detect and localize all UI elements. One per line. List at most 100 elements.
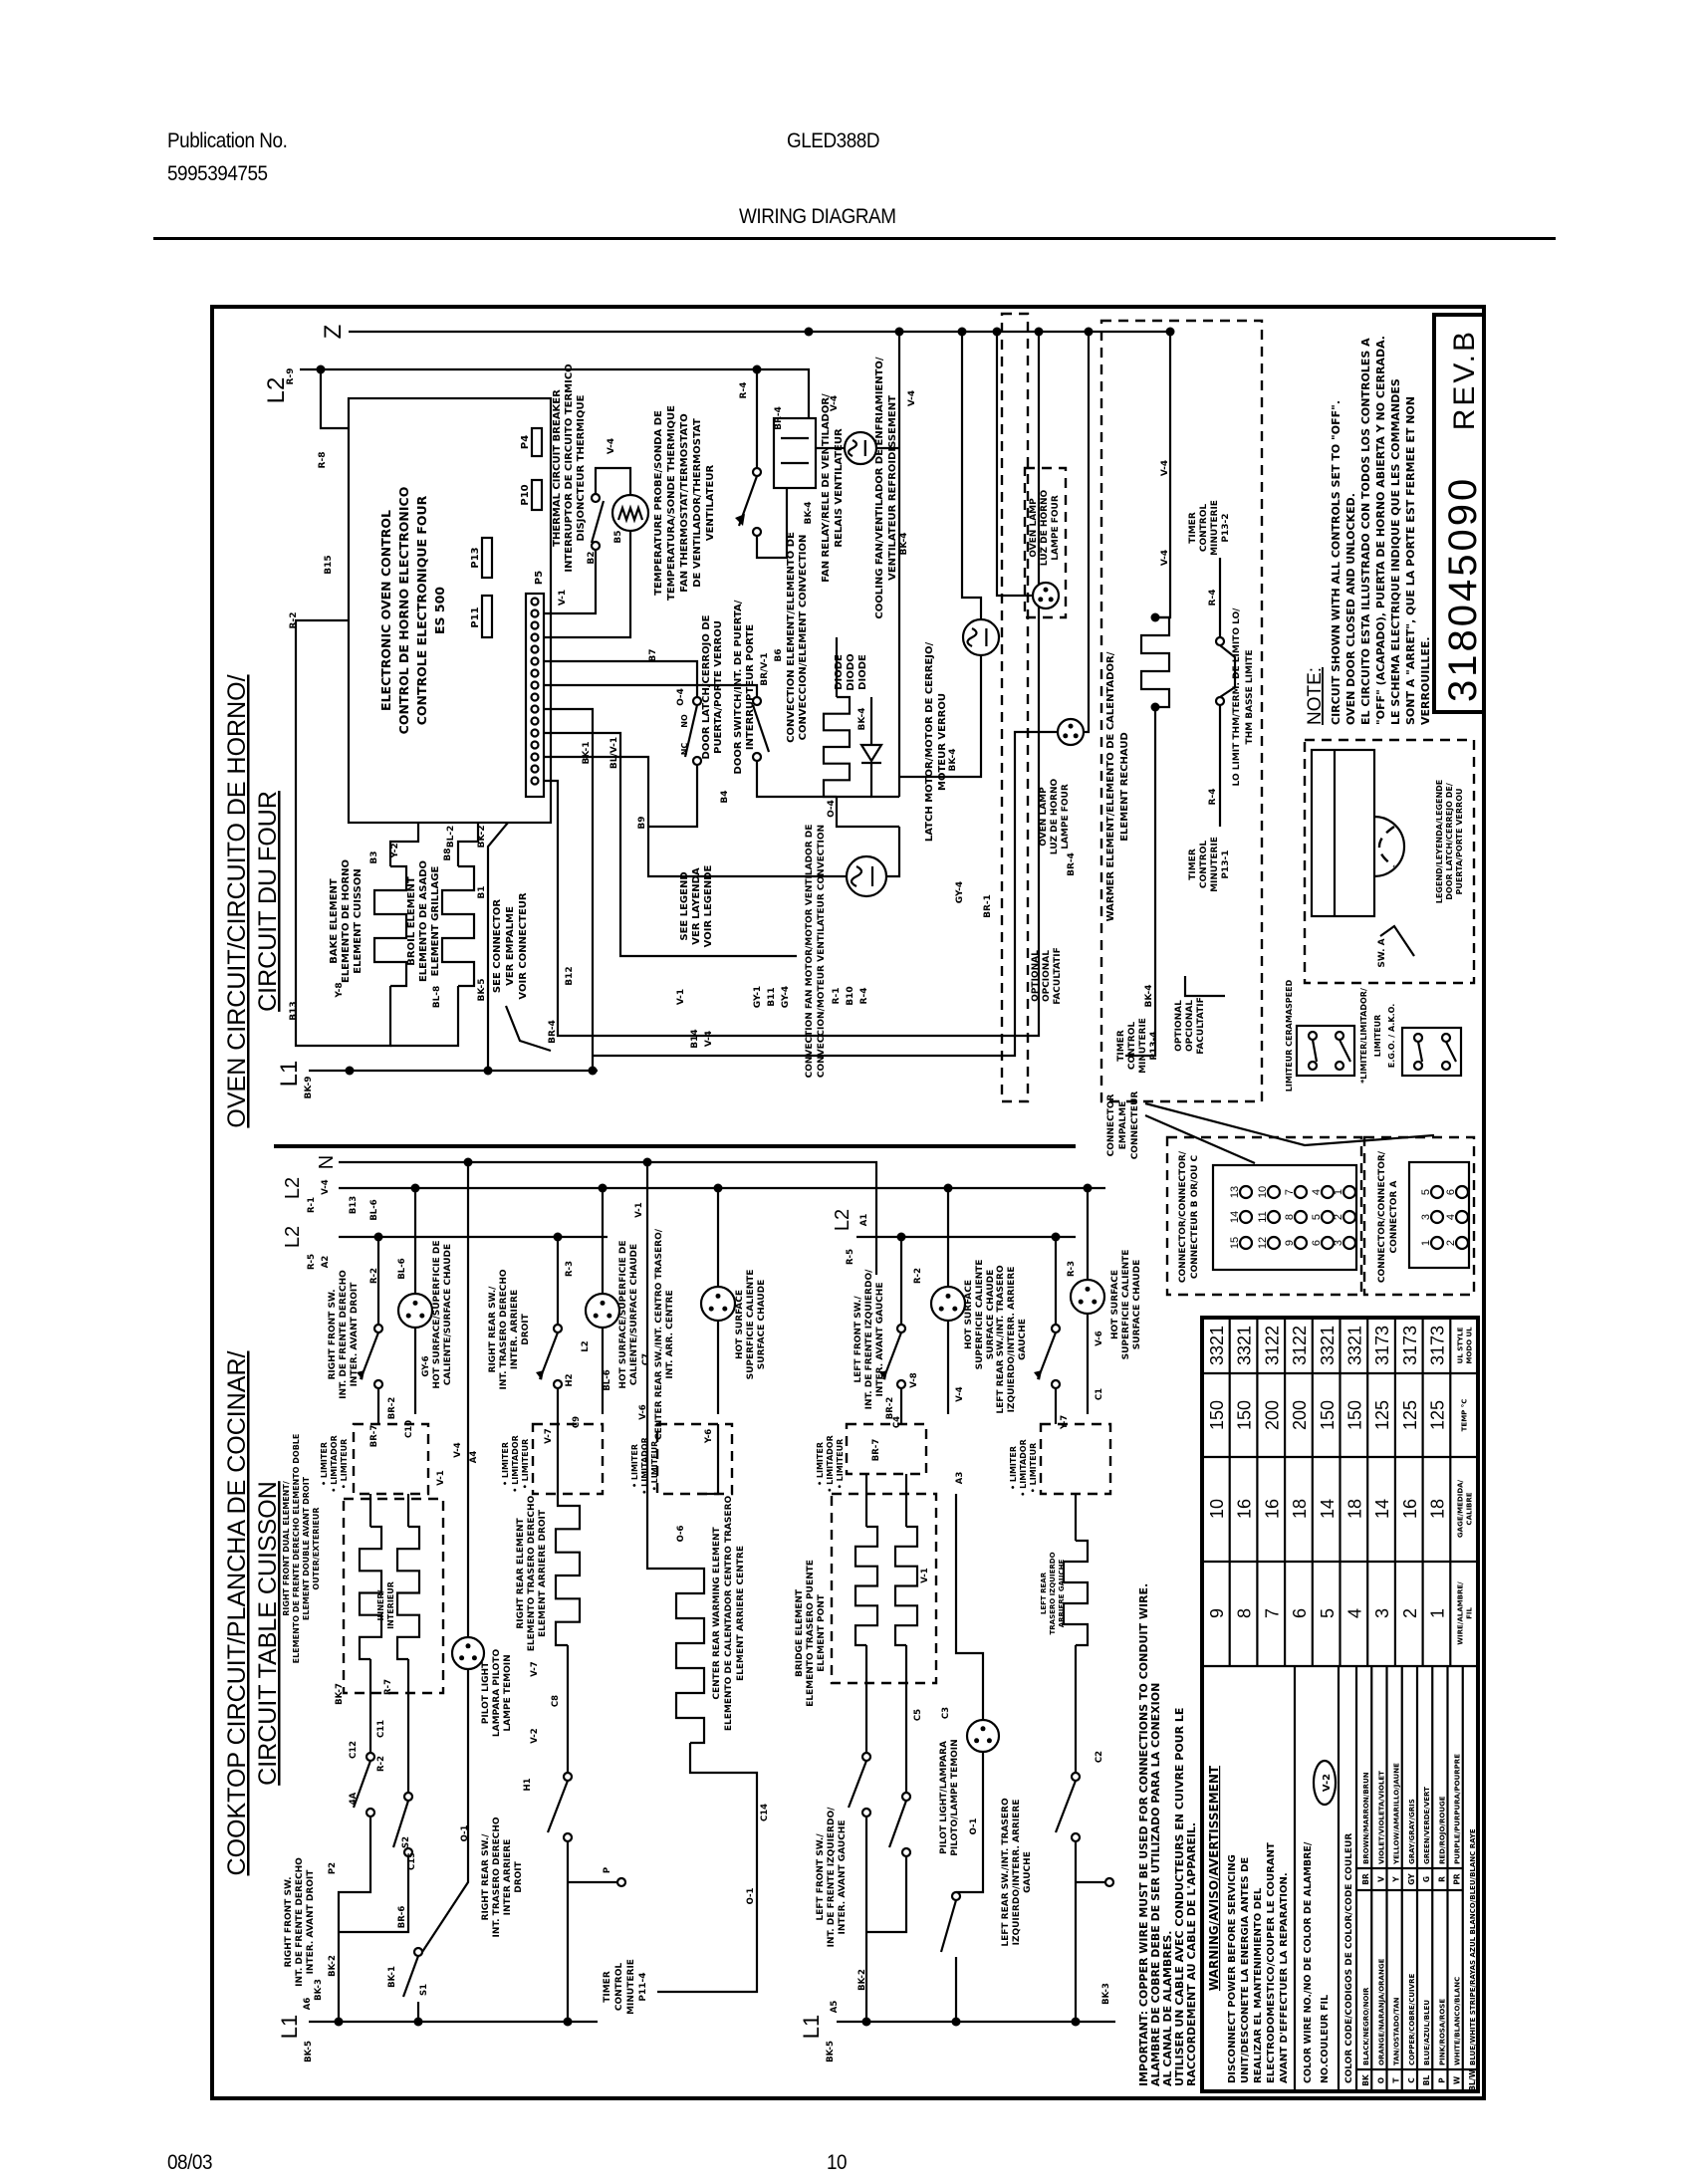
limiter-center-rear [655,1422,734,1496]
important-note-line: RACCORDEMENT AU CABLE DE L'APPAREIL. [1185,1822,1198,2086]
connector-pin [1266,1209,1282,1225]
diode-label: DIODO [846,653,856,690]
fan-relay [772,416,818,490]
right-rear-switch-label: INTER. ARRIERE [510,1290,520,1369]
wire-r8 [319,369,349,430]
cooktop-wire-label: BR-2 [387,1397,397,1420]
broil-element [440,864,476,988]
oven-wire-label: R-4 [859,988,869,1005]
cooktop-wire-label: BK-2 [857,1969,867,1991]
connector-empalme-label: CONNECTEUR [1130,1091,1140,1160]
limiter-ceramaspeed-label: LIMITEUR CERAMASPEED [1285,979,1294,1091]
terminal [1307,1030,1319,1042]
terminal [1412,1060,1424,1072]
temperature-probe-label: DE VENTILADOR/THERMOSTAT [692,418,703,588]
oven-wire-label: GY-1 [753,986,763,1008]
diagram-frame [210,305,1486,2100]
p4-label: P4 [520,435,531,449]
cooktop-wire-label: V-8 [909,1372,919,1387]
right-rear-switch-label: RIGHT REAR SW./ [488,1286,498,1373]
wire-table-cell-wire: 7 [1262,1608,1282,1618]
cooktop-wire-label: C5 [913,1709,923,1721]
connector-pin [1320,1209,1336,1225]
hot-surface-label: SUPERFICIE CALIENTE [975,1260,985,1370]
oven-lamp-label: LAMPE FOUR [1061,784,1071,849]
wire-table-cell-temp: 125 [1400,1400,1420,1430]
cooktop-wire-label: BK-2 [328,1955,338,1977]
lamp-contact [405,1313,411,1319]
latch-hook [1377,826,1395,867]
note-line: VERROUILLEE. [1419,636,1432,725]
header-wire: FIL [1465,1607,1473,1619]
convection-fan-label: CONVECTION FAN MOTOR/MOTOR VENTILADOR DE [805,825,815,1079]
door-switch-blade [751,704,771,753]
limiter-blade [1339,1039,1351,1063]
cooktop-wire-label: C2 [1095,1751,1104,1763]
color-name: RED/ROJO/ROUGE [1438,1796,1446,1864]
oven-wire-label: B12 [565,966,575,985]
note-line: OVEN DOOR CLOSED AND UNLOCKED. [1344,493,1357,725]
wire-center [645,1162,690,1571]
latch-motor-label: MOTEUR VERROU [937,693,948,791]
bridge-element-box [830,1492,938,1685]
warmer-optional-label: OPCIONAL [1185,1000,1195,1052]
lamp-contact [1048,597,1054,603]
wire-table-cell-gauge: 18 [1345,1499,1365,1519]
lamp-contact [945,1293,951,1299]
wire-table-cell-gauge: 16 [1400,1499,1420,1519]
cooktop-wire-label: C3 [941,1707,951,1719]
terminal [1070,1771,1082,1783]
oven-wire-label: R-2 [289,612,299,629]
wire [697,1424,720,1496]
oven-wire-label: B9 [637,816,647,829]
limiter-blade [1445,1041,1457,1063]
connector-pointer [504,1005,552,1053]
cooktop-wire-label: V-1 [436,1470,446,1485]
connector-b-c-label: CONNECTOR/CONNECTOR/ [1178,1150,1188,1283]
warmer-wire-label: V-4 [1160,460,1170,476]
warmer-element-label: WARMER ELEMENT/ELEMENTO DE CALENTADOR/ [1105,651,1116,921]
warning-line: ELECTRODOMESTICO/COUPER LE COURANT [1266,1842,1277,2083]
lamp-contact [1063,733,1069,739]
color-code: W [1453,2075,1462,2084]
right-rear-switch-label: INT. TRASERO DERECHO [499,1269,509,1389]
oven-wire-label: GY-4 [955,881,965,903]
wire-diode-out [869,763,899,799]
line-bus-l2 [300,367,811,418]
wire-latch-out [899,655,983,779]
wire-table-cell-gauge: 10 [1207,1499,1227,1519]
bus-l2-label: L2 [282,1226,304,1248]
terminal [372,1323,384,1334]
electronic-oven-control-label: CONTROLE ELECTRONIQUE FOUR [414,495,429,725]
connector-pin [1238,1209,1254,1225]
cooktop-wire-label: R-7 [383,1679,393,1695]
hot-surface-label: HOT SURFACE [1110,1270,1120,1339]
optional-bracket [1183,976,1225,998]
cooktop-wire-label: V-4 [321,1179,331,1194]
right-rear-switch-label: DROIT [514,1860,524,1892]
terminal [895,1378,907,1390]
color-code: C [1407,2077,1416,2083]
wire-latch [960,332,983,619]
see-legend-label: VER LAYENDA [691,867,702,945]
wire-table-cell-wire: 2 [1400,1608,1420,1618]
oven-wire-label: B2 [587,551,597,564]
limiter-label: • LIMITER [630,1444,639,1488]
temperature-probe [610,493,650,533]
wire-warmer-bk4 [1125,707,1157,1058]
color-code: T [1392,2077,1401,2083]
warmer-wire-label: V-4 [1160,550,1170,566]
cooktop-wire-label: R-1 [307,1197,317,1213]
terminal [552,1378,564,1390]
bus-l1-label: L1 [277,2015,302,2039]
lamp-contact [600,1300,606,1306]
thermal-breaker-label: THERMAL CIRCUIT BREAKER [552,389,563,547]
oven-circuit-subtitle: CIRCUIT DU FOUR [254,791,282,1012]
color-name: WHITE/BLANCO/BLANC [1454,1977,1462,2065]
right-front-dual-element-label: ELEMENT DOUBLE AVANT DROIT [302,1476,311,1620]
right-front-element-box [342,1497,445,1695]
lamp-contact [607,1313,612,1319]
timer-p13-4-label: MINUTERIE [1138,1018,1148,1074]
electronic-oven-control-box [347,396,553,825]
